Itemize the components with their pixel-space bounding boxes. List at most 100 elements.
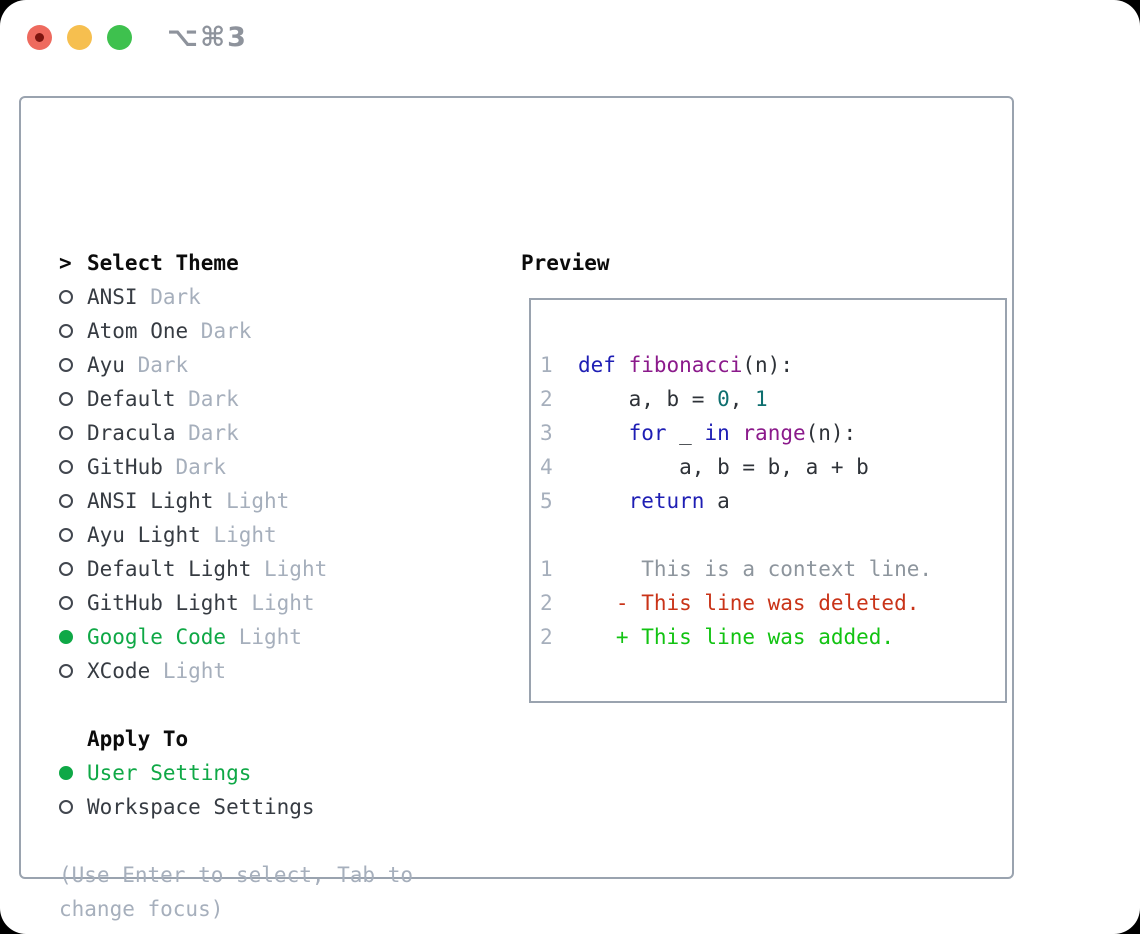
select-theme-header: > Select Theme — [59, 246, 499, 280]
option-ansi[interactable]: ANSI Dark — [59, 280, 499, 314]
option-atom-one[interactable]: Atom One Dark — [59, 314, 499, 348]
radio-icon — [59, 324, 73, 338]
theme-variant: Dark — [137, 285, 201, 309]
code-line: 3 for _ in range(n): — [540, 416, 1005, 450]
option-default[interactable]: Default Dark — [59, 382, 499, 416]
code-token: a — [704, 489, 730, 513]
line-number: 4 — [540, 455, 553, 479]
theme-variant: Light — [150, 659, 227, 683]
code-line: 2 a, b = 0, 1 — [540, 382, 1005, 416]
line-number: 2 — [540, 625, 553, 649]
code-token — [578, 421, 629, 445]
theme-name: ANSI — [87, 285, 138, 309]
radio-marker — [59, 290, 87, 304]
option-workspace-settings[interactable]: Workspace Settings — [59, 790, 499, 824]
close-button[interactable] — [27, 25, 52, 50]
radio-icon — [59, 664, 73, 678]
apply-option-label: Workspace Settings — [87, 795, 315, 819]
theme-name: GitHub Light — [87, 591, 239, 615]
titlebar: ⌥⌘3 — [0, 0, 1140, 74]
code-token: range — [742, 421, 806, 445]
theme-variant: Light — [213, 489, 290, 513]
theme-name: Dracula — [87, 421, 176, 445]
theme-variant: Dark — [124, 353, 189, 377]
spacer — [59, 688, 499, 722]
code-token — [730, 421, 743, 445]
theme-name: Default Light — [87, 557, 252, 581]
theme-name: XCode — [87, 659, 151, 683]
radio-selected-icon — [59, 766, 73, 780]
theme-name: Ayu Light — [87, 523, 201, 547]
code-line: 2 - This line was deleted. — [540, 586, 1005, 620]
option-github-light[interactable]: GitHub Light Light — [59, 586, 499, 620]
theme-variant: Dark — [175, 421, 239, 445]
radio-marker — [59, 324, 87, 338]
radio-icon — [59, 358, 73, 372]
line-number: 1 — [540, 353, 553, 377]
code-token: a, b = b, a + b — [578, 455, 869, 479]
code-token — [616, 353, 629, 377]
code-token: a, b = — [578, 387, 718, 411]
select-theme-title: Select Theme — [87, 251, 239, 275]
option-xcode[interactable]: XCode Light — [59, 654, 499, 688]
code-line: 2 + This line was added. — [540, 620, 1005, 654]
line-number: 5 — [540, 489, 553, 513]
radio-marker — [59, 766, 87, 780]
spacer — [59, 824, 499, 858]
radio-icon — [59, 528, 73, 542]
line-number: 3 — [540, 421, 553, 445]
code-token: for — [628, 421, 667, 445]
radio-marker — [59, 426, 87, 440]
selection-cursor-icon: > — [59, 251, 72, 275]
radio-icon — [59, 426, 73, 440]
apply-to-header: Apply To — [59, 722, 499, 756]
code-token: + This line was added. — [578, 625, 895, 649]
option-default-light[interactable]: Default Light Light — [59, 552, 499, 586]
code-token: in — [704, 421, 730, 445]
line-number: 2 — [540, 387, 553, 411]
code-token: (n): — [805, 421, 857, 445]
theme-name: ANSI Light — [87, 489, 214, 513]
code-token: 0 — [717, 387, 730, 411]
line-number: 1 — [540, 557, 553, 581]
option-google-code[interactable]: Google Code Light — [59, 620, 499, 654]
option-user-settings[interactable]: User Settings — [59, 756, 499, 790]
code-token: return — [628, 489, 705, 513]
code-token: - This line was deleted. — [578, 591, 920, 615]
radio-marker — [59, 358, 87, 372]
option-ayu-light[interactable]: Ayu Light Light — [59, 518, 499, 552]
code-line: 5 return a — [540, 484, 1005, 518]
preview-header: Preview — [521, 246, 610, 280]
radio-marker — [59, 596, 87, 610]
code-line: 4 a, b = b, a + b — [540, 450, 1005, 484]
apply-option-label: User Settings — [87, 761, 252, 785]
code-token: fibonacci — [628, 353, 743, 377]
radio-icon — [59, 290, 73, 304]
radio-icon — [59, 494, 73, 508]
radio-icon — [59, 596, 73, 610]
radio-icon — [59, 460, 73, 474]
theme-variant: Light — [251, 557, 328, 581]
option-ayu[interactable]: Ayu Dark — [59, 348, 499, 382]
radio-marker — [59, 494, 87, 508]
theme-variant: Light — [200, 523, 277, 547]
code-line — [540, 518, 1005, 552]
option-ansi-light[interactable]: ANSI Light Light — [59, 484, 499, 518]
radio-marker — [59, 528, 87, 542]
minimize-button[interactable] — [67, 25, 92, 50]
option-dracula[interactable]: Dracula Dark — [59, 416, 499, 450]
help-text: (Use Enter to select, Tab to change focu… — [59, 863, 414, 921]
zoom-button[interactable] — [107, 25, 132, 50]
theme-variant: Dark — [175, 387, 239, 411]
code-token: This is a context line. — [578, 557, 933, 581]
theme-name: Atom One — [87, 319, 189, 343]
theme-name: GitHub — [87, 455, 163, 479]
option-github[interactable]: GitHub Dark — [59, 450, 499, 484]
code-token: (n): — [742, 353, 793, 377]
